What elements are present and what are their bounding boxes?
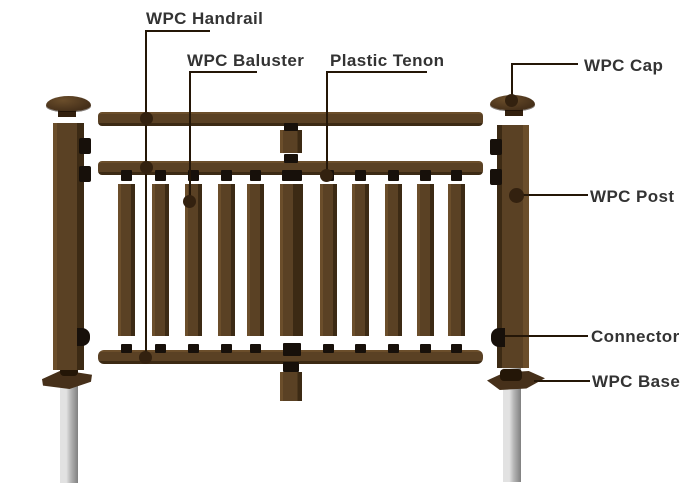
plastic-tenon-bottom [323, 344, 334, 353]
leader-dot-handrail-bottom [139, 351, 152, 364]
baluster [385, 184, 402, 336]
baluster [448, 184, 465, 336]
connector-tab-left-upper [79, 138, 91, 154]
center-block-upper [280, 130, 302, 153]
plastic-tenon-top [388, 170, 399, 181]
plastic-tenon-center-top [284, 123, 298, 131]
label-plastic-tenon: Plastic Tenon [330, 51, 445, 70]
wpc-cap-left-stem [58, 108, 76, 117]
plastic-tenon-top [355, 170, 366, 181]
leader-tenon-v [326, 71, 328, 176]
plastic-tenon-top [250, 170, 261, 181]
plastic-tenon-top [451, 170, 462, 181]
plastic-tenon-top [420, 170, 431, 181]
plastic-tenon-center-bottom [283, 362, 299, 372]
connector-right-lower [491, 328, 505, 347]
connector-left-lower [77, 328, 90, 346]
plastic-tenon-bottom [121, 344, 132, 353]
leader-baluster-h [190, 71, 257, 73]
connector-tab-right-upper [490, 139, 502, 155]
plastic-tenon-bottom [221, 344, 232, 353]
leader-handrail-h [147, 30, 210, 32]
leader-dot-handrail-middle [140, 161, 153, 174]
leader-connector-h [505, 335, 588, 337]
metal-ground-post-left [60, 368, 78, 483]
label-post: WPC Post [590, 187, 675, 206]
leader-base-h [534, 380, 590, 382]
plastic-tenon-bottom [282, 343, 301, 356]
bottom-handrail [98, 350, 483, 364]
metal-ground-post-right [503, 365, 521, 482]
leader-dot-cap [505, 94, 518, 107]
center-block-lower [280, 372, 302, 401]
label-handrail: WPC Handrail [146, 9, 264, 28]
wpc-post-right [497, 125, 529, 368]
baluster [118, 184, 135, 336]
baluster [185, 184, 202, 336]
leader-handrail-v [145, 30, 147, 359]
leader-tenon-h [327, 71, 427, 73]
plastic-tenon-top [121, 170, 132, 181]
baluster [218, 184, 235, 336]
baluster [247, 184, 264, 336]
baluster [152, 184, 169, 336]
leader-dot-baluster [183, 195, 196, 208]
label-cap: WPC Cap [584, 56, 664, 75]
plastic-tenon-bottom [420, 344, 431, 353]
plastic-tenon-bottom [188, 344, 199, 353]
leader-cap-h [512, 63, 578, 65]
label-base: WPC Base [592, 372, 681, 391]
baluster [320, 184, 337, 336]
plastic-tenon-bottom [155, 344, 166, 353]
plastic-tenon-top [221, 170, 232, 181]
plastic-tenon-center-mid [284, 154, 298, 163]
top-handrail [98, 112, 483, 126]
plastic-tenon-top [188, 170, 199, 181]
connector-tab-right-mid [490, 169, 502, 185]
leader-baluster-v [189, 71, 191, 202]
leader-cap-v [511, 63, 513, 101]
label-connector: Connector [591, 327, 680, 346]
plastic-tenon-bottom [355, 344, 366, 353]
leader-post-h [521, 194, 588, 196]
baluster [352, 184, 369, 336]
baluster [417, 184, 434, 336]
plastic-tenon-bottom [451, 344, 462, 353]
wpc-cap-left [46, 96, 91, 111]
leader-dot-handrail-top [140, 112, 153, 125]
wpc-cap-right-stem [505, 107, 523, 116]
connector-tab-left-mid [79, 166, 91, 182]
leader-dot-post [509, 188, 524, 203]
plastic-tenon-top [155, 170, 166, 181]
wpc-base-left [42, 370, 92, 389]
baluster [280, 184, 303, 336]
leader-dot-tenon [320, 169, 333, 182]
plastic-tenon-bottom [250, 344, 261, 353]
plastic-tenon-bottom [388, 344, 399, 353]
base-socket-right [500, 369, 522, 381]
base-socket-left [60, 367, 78, 376]
label-baluster: WPC Baluster [187, 51, 305, 70]
plastic-tenon-top [281, 170, 302, 181]
